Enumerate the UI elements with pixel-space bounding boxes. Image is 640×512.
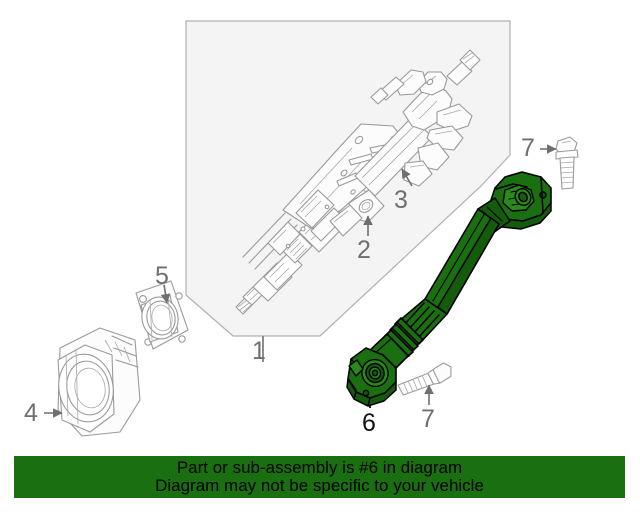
intermediate-shaft-part-6 [346, 171, 552, 407]
banner-line-1: Part or sub-assembly is #6 in diagram [176, 457, 463, 477]
part-7-flange-bolt-lower [397, 362, 452, 396]
lower-universal-joint-yoke [346, 347, 397, 407]
banner-line-2: Diagram may not be specific to your vehi… [155, 476, 484, 495]
callout-label-1: 1 [252, 337, 266, 365]
upper-universal-joint-yoke [488, 171, 552, 230]
callout-label-2: 2 [357, 236, 371, 264]
callout-label-6: 6 [362, 409, 376, 437]
callout-label-7-upper: 7 [521, 134, 535, 162]
steering-column-assembly [235, 49, 481, 315]
callout-label-7-lower: 7 [421, 405, 435, 433]
lower-yoke-clamp-ear [353, 391, 371, 407]
callout-label-3: 3 [394, 186, 408, 214]
part-4-steering-gear-boot [57, 327, 141, 437]
callout-label-5: 5 [155, 262, 169, 290]
part-7-flange-bolt-upper [555, 136, 579, 190]
leader-5 [160, 284, 171, 304]
callout-label-4: 4 [24, 399, 38, 427]
leader-3 [401, 168, 413, 187]
part-5-bearing-mounting-flange [135, 280, 189, 350]
part-notice-banner: Part or sub-assembly is #6 in diagram Di… [14, 456, 625, 498]
